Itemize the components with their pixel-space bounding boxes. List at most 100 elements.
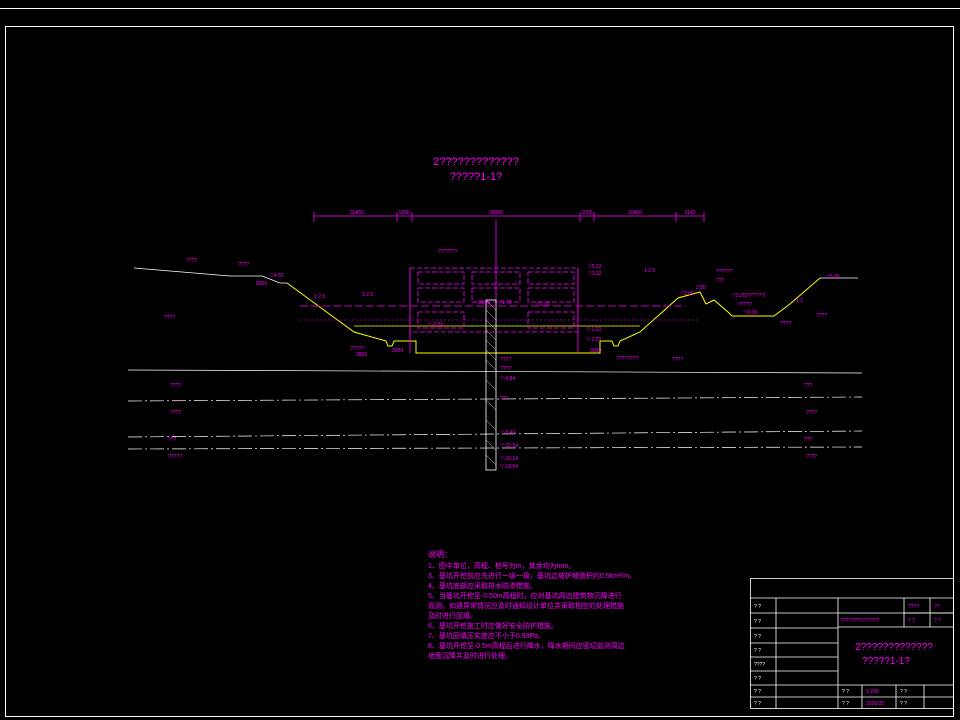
label-right-canal-lbl: ???? xyxy=(780,321,791,327)
tb-bottom-cell: ? ? xyxy=(900,689,907,695)
label-stratum-left: ???? xyxy=(164,315,175,321)
label-slope-right: 1:2.5 xyxy=(644,268,655,274)
tb-project-name: ?????????????? xyxy=(840,618,879,624)
label-l2-elev: ▽4.50 xyxy=(270,273,284,279)
label-right-ditch-dim: 3000 xyxy=(590,348,601,354)
pit-elev-g: ▽-2.20 xyxy=(586,337,601,343)
title-block xyxy=(750,578,954,709)
pit-elev-b: ▽3.32 xyxy=(588,271,602,277)
stratum-s4-right: ???? xyxy=(806,454,817,460)
tb-bottom-cell: ? ? xyxy=(842,689,849,695)
pit-elev-a: ▽5.12 xyxy=(588,264,602,270)
label-right-canal-elev: ▽2.20(??????) xyxy=(732,293,766,299)
tb-left-cell: ? ? xyxy=(754,604,761,610)
label-right-elev1: ▽3.00 xyxy=(680,291,694,297)
label-l2: ???? xyxy=(238,262,249,268)
tb-left-cell: ? ? xyxy=(754,648,761,654)
dim-5: 10450 xyxy=(628,210,642,216)
label-right-slope: 1:2 xyxy=(796,298,803,304)
label-right-canal2: ??? xyxy=(716,278,725,284)
dim-2: 1000 xyxy=(398,210,409,216)
dim-4: 1000 xyxy=(581,210,592,216)
stratum-s2-right: ???? xyxy=(806,410,817,416)
tb-drawing-sub: ?????1-1? xyxy=(862,656,910,667)
plan-label: ??????? xyxy=(438,249,458,255)
label-right-canal: ?????? xyxy=(716,269,733,275)
drawing-border xyxy=(5,26,954,717)
tb-bottom-cell: ? ? xyxy=(842,701,849,707)
note-line: 6、基坑开挖施工时应做好安全防护措施。 xyxy=(428,621,558,630)
label-right-canal-bot: ▽0.00 xyxy=(744,310,758,316)
pit-elev-c: ▽2.20 xyxy=(536,302,550,308)
tb-left-cell: ???? xyxy=(754,662,765,668)
pit-elev-d: ▽1.79 xyxy=(498,300,512,306)
top-dimension-chain xyxy=(313,212,705,222)
tb-bottom-cell: 2020.05 xyxy=(866,701,884,707)
bore-label-5: ▽-16.14 xyxy=(500,456,518,462)
stratum-line-4 xyxy=(127,446,863,450)
tb-r2-a: ? ? xyxy=(908,618,915,624)
note-line: 8、基坑开挖至-0.5m高程后进行降水，降水期间应密切监测周边 xyxy=(428,641,625,650)
tb-left-cell: ? ? xyxy=(754,619,761,625)
stratum-s4-left: ????? xyxy=(168,454,182,460)
label-right-top: ▽5.00 xyxy=(826,274,840,280)
pit-elev-f: ▽-1.20 xyxy=(586,327,601,333)
pit-ground: ???? xyxy=(500,357,511,363)
dim-3: 28000 xyxy=(489,210,503,216)
note-line: 7、基坑回填压实度应不小于0.93Pa。 xyxy=(428,631,545,640)
bore-label-3: ▽-9.46 xyxy=(500,430,515,436)
dim-6: 2140 xyxy=(684,210,695,216)
stratum-s2-left: ???? xyxy=(170,410,181,416)
bore-label-0: ???? xyxy=(500,366,511,372)
bore-label-4: ▽-15.54 xyxy=(500,443,518,449)
stratum-s3-left: ??? xyxy=(168,437,177,443)
note-line: 地面沉降并及时进行处理。 xyxy=(428,651,512,660)
drawing-title: 2????????????? xyxy=(433,156,519,168)
stratum-line-3 xyxy=(127,430,863,438)
stratum-line-2 xyxy=(127,396,863,402)
note-line: 1、图中单位，高程、桩号为m，其余均为mm。 xyxy=(428,561,575,570)
bore-label-6: ▽-18.54 xyxy=(500,464,518,470)
label-slope-left2: 1:2.5 xyxy=(362,292,373,298)
stratum-s1-left: ???? xyxy=(170,383,181,389)
label-right-stratum: ???? xyxy=(816,313,827,319)
label-l2-dim: 8000 xyxy=(256,281,267,287)
drawing-subtitle: ?????1-1? xyxy=(450,171,503,183)
label-slope-left: 1:2.5 xyxy=(314,294,325,300)
stratum-s3-right: ??? xyxy=(804,437,813,443)
notes-list: 1、图中单位，高程、桩号为m，其余均为mm。 3、基坑开挖前应先进行一级一级，基… xyxy=(428,561,636,660)
label-l1: ???? xyxy=(186,258,197,264)
pit-zk: ZK01 xyxy=(478,300,490,306)
stratum-s1-right: ??? xyxy=(804,383,813,389)
label-right-ditch: ???????? xyxy=(616,356,638,362)
tb-r1-b: ?? xyxy=(934,604,940,610)
bore-label-2: ??? xyxy=(500,396,509,402)
pit-elev-e: ▽-0.50 xyxy=(428,322,443,328)
note-line: 4、基坑底部应采取排水防渗措施。 xyxy=(428,581,537,590)
tb-left-cell: ? ? xyxy=(754,701,761,707)
stratum-line-1 xyxy=(127,369,863,374)
tb-r2-b: ? ? xyxy=(934,618,941,624)
tb-left-cell: ? ? xyxy=(754,676,761,682)
label-right-canal-w: ????? xyxy=(738,302,752,308)
dim-1: 30450 xyxy=(350,210,364,216)
note-line: 观测，如遇异常情况应及时通知设计单位并采取相应的处理措施 xyxy=(428,601,624,610)
note-line: 3、基坑开挖前应先进行一级一级，基坑边坡护坡面积约0.5km²/m。 xyxy=(428,571,636,580)
stratum-mid-right: ???? xyxy=(672,357,683,363)
tb-left-cell: ? ? xyxy=(754,634,761,640)
label-ditch-left-dim: 3000 xyxy=(392,348,403,354)
terrain-line xyxy=(133,267,287,284)
label-ditch-left-val: 2800 xyxy=(356,352,367,358)
note-line: 及时进行回填。 xyxy=(428,611,477,620)
excavation-profile xyxy=(286,277,821,354)
tb-bottom-cell: 1:200 xyxy=(866,689,879,695)
tb-r1-a: ???? xyxy=(908,604,919,610)
label-right-elev2: 2.85 xyxy=(696,285,706,291)
bore-label-1: ▽-0.84 xyxy=(500,376,515,382)
borehole-column xyxy=(485,299,497,471)
tb-bottom-cell: ? ? xyxy=(900,701,907,707)
tb-drawing-name: 2????????????? xyxy=(855,642,933,653)
tb-bottom-row: ? ? ? ? 1:200 2020.05 ? ? ? ? xyxy=(842,689,907,707)
notes-heading: 说明： xyxy=(428,549,452,559)
